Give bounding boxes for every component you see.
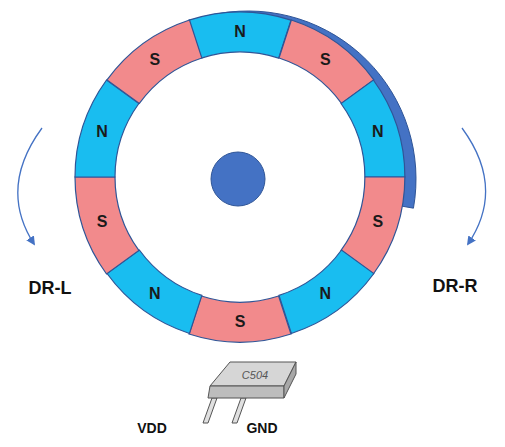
sensor-chip: C504 (222, 365, 288, 384)
label-holder: N (82, 120, 122, 144)
pole-label: S (235, 313, 246, 331)
pole-label: S (149, 51, 160, 69)
rotation-arrow (18, 128, 42, 244)
segment-outline (189, 12, 291, 58)
shaft (211, 152, 265, 206)
pole-label: S (320, 51, 331, 69)
pin-name: GND (246, 420, 277, 436)
pole-label: N (149, 285, 161, 303)
magnet-pole-segment: N (187, 10, 293, 60)
magnet-pole-segment: S (73, 175, 141, 276)
pole-label: N (96, 123, 108, 141)
pole-label: N (234, 23, 246, 41)
magnet-pole-segment: S (105, 18, 204, 105)
pole-label: S (97, 213, 108, 231)
magnet-pole-segment: S (187, 294, 293, 344)
part-marking: C504 (242, 369, 268, 381)
segment-outline (279, 250, 374, 333)
pole-label: N (372, 123, 384, 141)
direction-label: DR-L (29, 278, 72, 299)
label-holder: S (358, 210, 398, 234)
label-holder: C504 (222, 365, 288, 384)
label-holder: S (82, 210, 122, 234)
pole-label: S (373, 213, 384, 231)
label-holder: S (135, 48, 175, 72)
segment-outline (106, 20, 201, 103)
label-holder: N (358, 120, 398, 144)
label-holder: S (305, 48, 345, 72)
segment-outline (341, 80, 405, 177)
label-holder: S (220, 310, 260, 334)
pole-label: N (319, 285, 331, 303)
label-holder: N (135, 282, 175, 306)
direction-label: DR-R (433, 276, 478, 297)
label-holder: N (305, 282, 345, 306)
segment-outline (75, 177, 139, 274)
hall-sensor-chip (203, 362, 296, 423)
label-holder: N (220, 20, 260, 44)
magnet-pole-segment: N (339, 78, 407, 179)
magnet-pole-segment: N (277, 248, 376, 335)
segment-outline (189, 296, 291, 342)
rotation-arrow (462, 128, 486, 244)
pin-name: VDD (137, 420, 167, 436)
